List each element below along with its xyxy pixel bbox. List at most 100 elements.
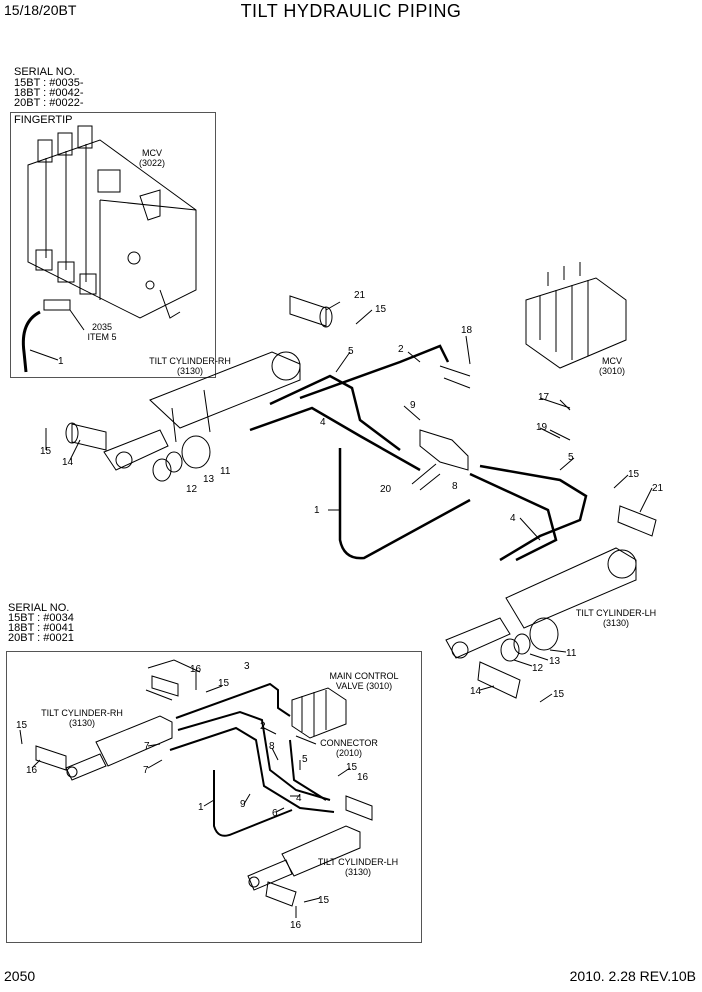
callout-number: 11 (566, 648, 577, 659)
lower-hose-1 (213, 770, 293, 837)
fingertip-mcv-drawing (27, 125, 197, 319)
upper-cyl-rh-drawing (103, 351, 301, 471)
pipe-2 (299, 344, 450, 400)
lower-inset-frame (6, 651, 422, 943)
upper-mcv-ref: (3010) (598, 366, 625, 376)
callout-number: 17 (538, 392, 550, 403)
pin (71, 423, 107, 451)
callout-number: 18 (461, 325, 473, 336)
callout-number: 5 (568, 452, 574, 463)
bushing (529, 617, 559, 651)
pin (617, 505, 657, 537)
lower-serial-line: 15BT : #0034 (8, 612, 74, 624)
upper-cyl-lh-ref: (3130) (602, 618, 629, 628)
callout-number: 16 (26, 765, 38, 776)
pin (265, 881, 297, 907)
callout-number: 1 (198, 802, 204, 813)
upper-cyl-lh-drawing (445, 547, 637, 659)
upper-mcv-name: MCV (602, 356, 622, 366)
callout-number: 15 (375, 304, 387, 315)
callout-number: 9 (410, 400, 416, 411)
callout-number: 13 (549, 656, 561, 667)
lower-pipe-2 (177, 710, 331, 801)
callout-number: 16 (357, 772, 369, 783)
callout-number: 3 (244, 661, 250, 672)
inset-mcv-ref: (3022) (138, 158, 165, 168)
lower-pipe-7 (169, 726, 335, 813)
bushing (181, 435, 211, 469)
callout-number: 5 (348, 346, 354, 357)
o-ring (500, 638, 520, 662)
fingertip-label: FINGERTIP (14, 114, 73, 126)
callout-number: 1 (314, 505, 320, 516)
lower-cyl-lh-ref: (3130) (344, 867, 371, 877)
callout-number: 4 (510, 513, 516, 524)
callout-number: 9 (240, 799, 246, 810)
lower-cyl-rh-name: TILT CYLINDER-RH (41, 708, 123, 718)
lower-cyl-rh-ref: (3130) (68, 718, 95, 728)
model-label: 15/18/20BT (4, 2, 77, 18)
lower-cyl-rh-drawing (65, 715, 173, 781)
callout-number: 21 (354, 290, 366, 301)
lower-cyl-lh-drawing (247, 825, 361, 891)
pipe-5 (269, 374, 401, 451)
o-ring (513, 633, 531, 655)
callout-number: 21 (652, 483, 664, 494)
upper-cyl-lh-name: TILT CYLINDER-LH (575, 608, 657, 618)
connector-block (419, 429, 469, 471)
hose-1 (338, 448, 471, 560)
callout-number: 15 (553, 689, 565, 700)
inset-mcv-name: MCV (142, 148, 162, 158)
callout-number: 8 (269, 741, 275, 752)
callout-number: 7 (143, 765, 149, 776)
callout-number: 15 (16, 720, 28, 731)
callout-number: 15 (218, 678, 230, 689)
callout-number: 11 (220, 466, 231, 477)
callout-number: 14 (470, 686, 482, 697)
lower-connector-ref: (2010) (335, 748, 362, 758)
lower-mcv-name2: VALVE (3010) (335, 681, 393, 691)
inset-item-num: 2035 (91, 322, 113, 332)
upper-cyl-rh-name: TILT CYLINDER-RH (149, 356, 231, 366)
callout-number: 4 (320, 417, 326, 428)
lower-mcv-drawing (291, 687, 347, 739)
callout-number: 15 (40, 446, 52, 457)
revision-date: 2010. 2.28 REV.10B (569, 968, 696, 984)
callout-number: 8 (452, 481, 458, 492)
upper-cyl-rh-ref: (3130) (176, 366, 203, 376)
callout-number: 4 (296, 793, 302, 804)
pin (151, 675, 179, 697)
upper-serial-line: 15BT : #0035- (14, 77, 84, 89)
fingertip-inset-frame (10, 112, 216, 378)
inset-item-text: ITEM 5 (87, 332, 117, 342)
upper-serial-line: 18BT : #0042- (14, 87, 84, 99)
lower-serial-line: 18BT : #0041 (8, 622, 74, 634)
pin (345, 795, 373, 821)
page-number: 2050 (4, 968, 36, 984)
callout-number: 16 (290, 920, 302, 931)
callout-number: 15 (318, 895, 330, 906)
pipe-5-right (479, 464, 588, 562)
pipe-4-right (469, 472, 558, 562)
callout-number: 20 (380, 484, 392, 495)
callout-number: 12 (532, 663, 544, 674)
lower-connector-name: CONNECTOR (320, 738, 378, 748)
upper-serial-heading: SERIAL NO. (14, 66, 76, 78)
pin (477, 661, 521, 699)
lower-mcv-name: MAIN CONTROL (329, 671, 399, 681)
callout-number: 1 (58, 356, 64, 367)
callout-number: 15 (346, 762, 358, 773)
callout-number: 19 (536, 422, 548, 433)
pin (35, 745, 67, 771)
lower-cyl-lh-name: TILT CYLINDER-LH (317, 857, 399, 867)
callout-number: 13 (203, 474, 215, 485)
callout-number: 2 (398, 344, 404, 355)
callout-number: 5 (302, 754, 308, 765)
o-ring (165, 451, 183, 473)
lower-pipe-4 (289, 739, 327, 801)
callout-number: 12 (186, 484, 198, 495)
lower-serial-line: 20BT : #0021 (8, 632, 74, 644)
upper-mcv-drawing (525, 262, 627, 369)
upper-serial-line: 20BT : #0022- (14, 97, 84, 109)
